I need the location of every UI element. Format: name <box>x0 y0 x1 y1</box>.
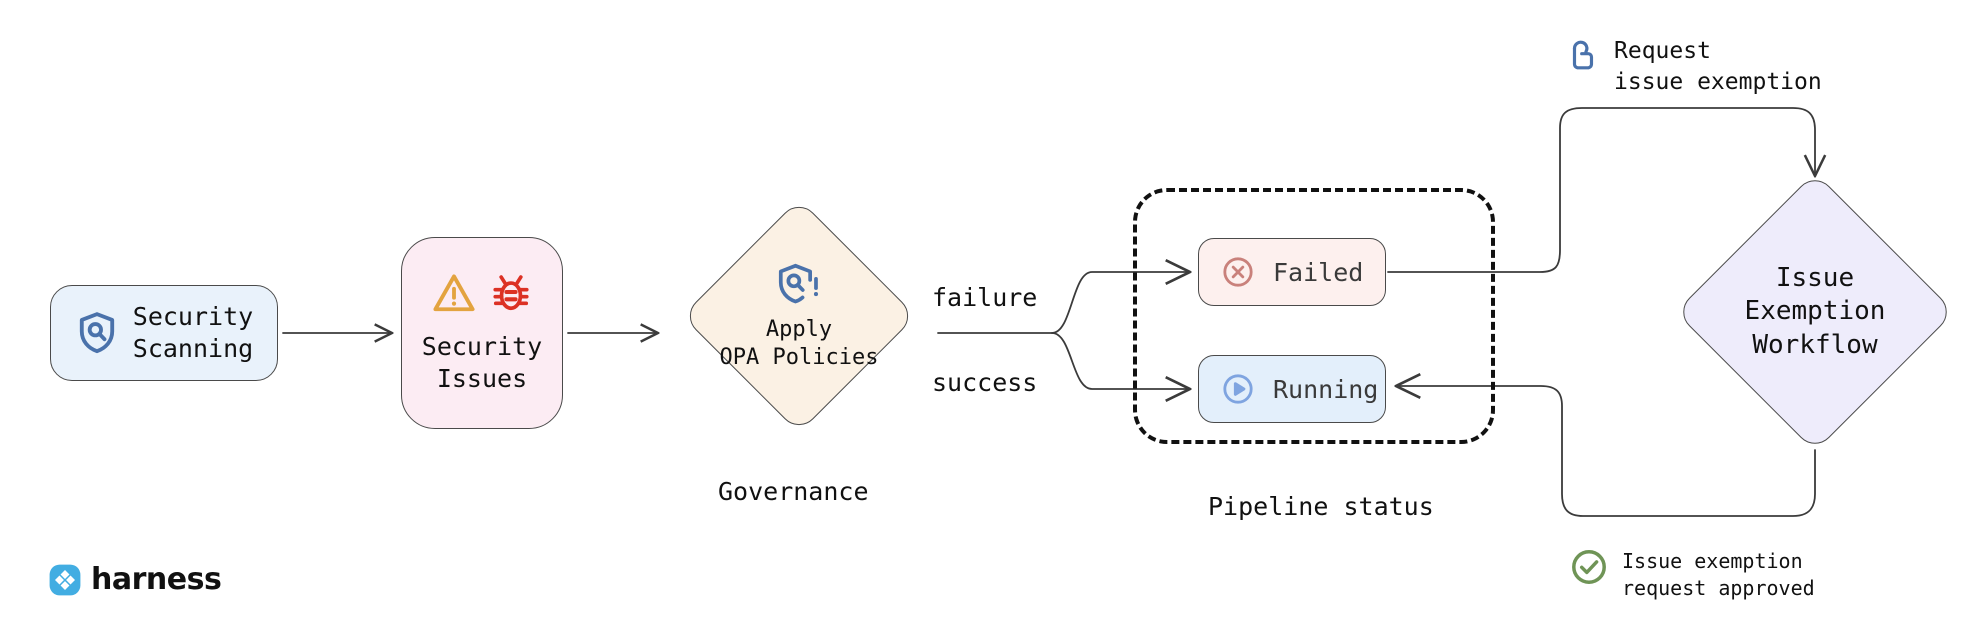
edge-exemption-to-running <box>1396 386 1816 517</box>
warning-triangle-icon <box>432 272 476 314</box>
circle-x-icon <box>1221 255 1255 289</box>
node-security-issues[interactable]: Security Issues <box>401 237 563 429</box>
circle-play-icon <box>1221 372 1255 406</box>
bug-icon <box>490 271 532 315</box>
node-label-issue-exemption-workflow: Issue Exemption Workflow <box>1744 263 1886 360</box>
node-issue-exemption-workflow[interactable]: Issue Exemption Workflow <box>1655 171 1975 453</box>
annotation-request-text: Request issue exemption <box>1614 36 1822 98</box>
caption-pipeline-status: Pipeline status <box>1208 492 1434 521</box>
harness-wordmark: harness <box>91 562 222 597</box>
node-label-security-scanning: Security Scanning <box>132 302 254 363</box>
node-governance[interactable]: Apply OPA Policies <box>660 198 938 434</box>
harness-logo-icon <box>48 563 82 597</box>
cluster-pipeline-status <box>1133 188 1495 444</box>
edge-label-failure: failure <box>932 283 1038 312</box>
tap-hand-icon <box>1568 36 1600 72</box>
node-security-scanning[interactable]: Security Scanning <box>50 285 278 381</box>
annotation-request-issue-exemption: Request issue exemption <box>1568 36 1822 98</box>
edge-failed-to-exemption <box>1387 107 1815 273</box>
harness-logo: harness <box>48 562 222 597</box>
annotation-request-line2: issue exemption <box>1614 69 1822 96</box>
caption-governance: Governance <box>718 477 869 506</box>
node-label-status-running: Running <box>1273 374 1379 404</box>
annotation-approved-line2: request approved <box>1622 576 1815 600</box>
annotation-request-line1: Request <box>1614 38 1711 64</box>
edge-success-to-running <box>1051 332 1190 389</box>
annotation-issue-exemption-approved: Issue exemption request approved <box>1570 548 1815 602</box>
node-label-governance: Apply OPA Policies <box>719 316 879 370</box>
security-issues-icon-row <box>432 271 532 315</box>
annotation-approved-text: Issue exemption request approved <box>1622 548 1815 602</box>
node-status-failed[interactable]: Failed <box>1198 238 1386 306</box>
node-label-status-failed: Failed <box>1273 257 1364 287</box>
edge-failure-to-failed <box>1051 272 1190 334</box>
circle-check-icon <box>1570 548 1608 586</box>
node-status-running[interactable]: Running <box>1198 355 1386 423</box>
edge-label-success: success <box>932 368 1038 397</box>
shield-search-icon <box>75 310 119 356</box>
exemption-content: Issue Exemption Workflow <box>1745 262 1886 362</box>
annotation-approved-line1: Issue exemption <box>1622 549 1803 573</box>
governance-content: Apply OPA Policies <box>719 260 879 372</box>
shield-search-alert-icon <box>776 260 822 308</box>
node-label-security-issues: Security Issues <box>421 332 543 393</box>
